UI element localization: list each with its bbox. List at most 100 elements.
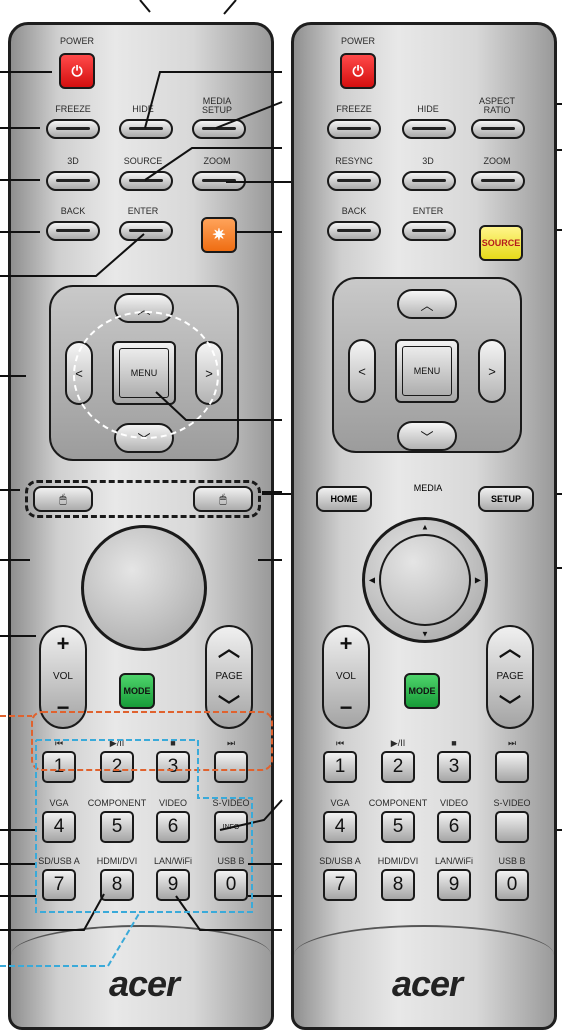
num-6-button[interactable]: 6 <box>437 811 471 843</box>
num-6-button[interactable]: 6 <box>156 811 190 843</box>
page-rocker[interactable]: ︿ PAGE ﹀ <box>205 625 253 729</box>
chevron-up-icon: ︿ <box>420 297 434 313</box>
num-4-button[interactable]: 4 <box>42 811 76 843</box>
num-7-button[interactable]: 7 <box>323 869 357 901</box>
next-button[interactable] <box>214 751 248 783</box>
home-button[interactable]: HOME <box>316 486 372 512</box>
left-mouse-button[interactable]: 🖱 <box>33 486 93 512</box>
chevron-down-icon: ﹀ <box>217 694 240 719</box>
num-9-button[interactable]: 9 <box>156 869 190 901</box>
num-3-button[interactable]: 3 <box>437 751 471 783</box>
info-button[interactable]: INFO <box>214 811 248 843</box>
num-8-button[interactable]: 8 <box>381 869 415 901</box>
laser-icon: ✷ <box>212 227 226 244</box>
source-label: SOURCE <box>123 156 163 166</box>
3d-button[interactable] <box>46 171 100 191</box>
chevron-right-icon: > <box>488 363 496 379</box>
triangle-down-icon: ▼ <box>421 629 429 639</box>
power-button[interactable]: ⏻ <box>59 53 95 89</box>
play-pause-label: ▶/II <box>109 738 125 748</box>
down-button[interactable]: ﹀ <box>397 421 457 451</box>
power-icon: ⏻ <box>71 62 83 79</box>
usb-b-label: USB B <box>217 856 245 866</box>
media-setup-label: MEDIA SETUP <box>201 96 232 115</box>
back-button[interactable] <box>327 221 381 241</box>
freeze-button[interactable] <box>327 119 381 139</box>
num-0-button[interactable]: 0 <box>495 869 529 901</box>
stop-label: ■ <box>451 738 457 748</box>
num-1-button[interactable]: 1 <box>42 751 76 783</box>
num-3-button[interactable]: 3 <box>156 751 190 783</box>
3d-label: 3D <box>67 156 79 166</box>
aspect-ratio-label: ASPECT RATIO <box>478 96 515 115</box>
page-rocker[interactable]: ︿ PAGE ﹀ <box>486 625 534 729</box>
num-2-button[interactable]: 2 <box>100 751 134 783</box>
right-button[interactable]: > <box>478 339 506 403</box>
volume-rocker[interactable]: + VOL − <box>39 625 87 729</box>
power-label: POWER <box>59 36 95 46</box>
num-7-button[interactable]: 7 <box>42 869 76 901</box>
3d-label: 3D <box>422 156 434 166</box>
vga-label: VGA <box>49 798 69 808</box>
svideo-label: S-VIDEO <box>212 798 250 808</box>
enter-button[interactable] <box>119 221 173 241</box>
num-4-button[interactable]: 4 <box>323 811 357 843</box>
media-label: MEDIA <box>413 483 443 493</box>
zoom-button[interactable] <box>471 171 525 191</box>
up-button[interactable]: ︿ <box>397 289 457 319</box>
laser-button[interactable]: ✷ <box>201 217 237 253</box>
menu-button[interactable]: MENU <box>395 339 459 403</box>
power-icon: ⏻ <box>352 62 364 79</box>
vga-label: VGA <box>330 798 350 808</box>
mouse-icon: 🖱 <box>219 491 227 506</box>
num-5-button[interactable]: 5 <box>100 811 134 843</box>
media-setup-button[interactable] <box>192 119 246 139</box>
source-button[interactable] <box>119 171 173 191</box>
acer-logo: acer <box>391 963 463 1004</box>
zoom-label: ZOOM <box>483 156 511 166</box>
num-2-button[interactable]: 2 <box>381 751 415 783</box>
freeze-button[interactable] <box>46 119 100 139</box>
triangle-left-icon: ◀ <box>368 575 376 585</box>
3d-button[interactable] <box>402 171 456 191</box>
num-1-button[interactable]: 1 <box>323 751 357 783</box>
left-button[interactable]: < <box>348 339 376 403</box>
zoom-button[interactable] <box>192 171 246 191</box>
home-label: HOME <box>330 494 358 504</box>
aspect-ratio-button[interactable] <box>471 119 525 139</box>
video-label: VIDEO <box>158 798 188 808</box>
next-label: ⏭ <box>507 738 517 748</box>
enter-button[interactable] <box>402 221 456 241</box>
resync-button[interactable] <box>327 171 381 191</box>
vol-label: VOL <box>52 671 73 682</box>
num-0-button[interactable]: 0 <box>214 869 248 901</box>
volume-rocker[interactable]: + VOL − <box>322 625 370 729</box>
hide-button[interactable] <box>119 119 173 139</box>
mode-button[interactable]: MODE <box>119 673 155 709</box>
prev-label: ⏮ <box>54 738 64 748</box>
media-pad[interactable] <box>362 517 488 643</box>
power-button[interactable]: ⏻ <box>340 53 376 89</box>
mode-button[interactable]: MODE <box>404 673 440 709</box>
hide-button[interactable] <box>402 119 456 139</box>
touch-pad[interactable] <box>81 525 207 651</box>
resync-label: RESYNC <box>335 156 373 166</box>
right-mouse-button[interactable]: 🖱 <box>193 486 253 512</box>
svideo-label: S-VIDEO <box>493 798 531 808</box>
next-label: ⏭ <box>226 738 236 748</box>
next-button[interactable] <box>495 751 529 783</box>
back-button[interactable] <box>46 221 100 241</box>
triangle-up-icon: ▲ <box>421 522 429 532</box>
enter-label: ENTER <box>127 206 159 216</box>
nav-dashed-circle <box>73 311 219 439</box>
bottom-cap <box>294 925 554 1027</box>
source-button[interactable]: SOURCE <box>479 225 523 261</box>
freeze-label: FREEZE <box>55 104 91 114</box>
setup-button[interactable]: SETUP <box>478 486 534 512</box>
num-8-button[interactable]: 8 <box>100 869 134 901</box>
num-5-button[interactable]: 5 <box>381 811 415 843</box>
enter-label: ENTER <box>412 206 444 216</box>
num-9-button[interactable]: 9 <box>437 869 471 901</box>
svideo-button[interactable] <box>495 811 529 843</box>
mouse-buttons-callout <box>25 480 261 518</box>
